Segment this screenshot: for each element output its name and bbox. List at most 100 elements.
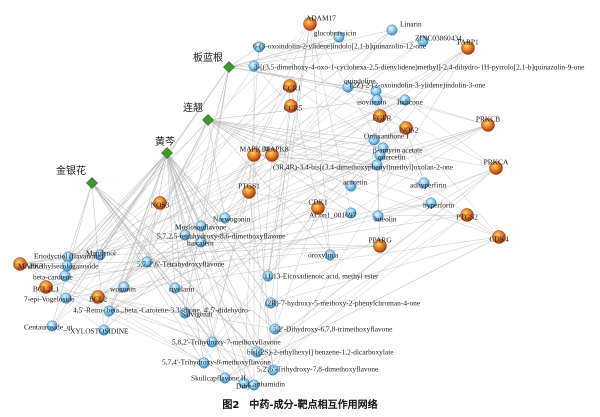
compound-target-edge bbox=[379, 124, 489, 156]
compound-node[interactable] bbox=[265, 297, 277, 309]
herb-compound-edge bbox=[228, 29, 393, 68]
target-node[interactable] bbox=[13, 257, 27, 271]
compound-target-edge bbox=[45, 286, 205, 364]
compound-target-edge bbox=[270, 23, 311, 304]
compound-node[interactable] bbox=[374, 149, 386, 161]
compound-node[interactable] bbox=[333, 31, 345, 43]
compound-node[interactable] bbox=[253, 41, 265, 53]
compound-label: Salvigenin bbox=[181, 310, 213, 319]
target-node[interactable] bbox=[399, 121, 413, 135]
compound-target-edge bbox=[248, 29, 393, 193]
compound-node[interactable] bbox=[206, 336, 218, 348]
compound-target-edge bbox=[274, 207, 319, 330]
compound-node[interactable] bbox=[118, 281, 130, 293]
compound-node[interactable] bbox=[386, 24, 398, 36]
herb-node[interactable] bbox=[86, 177, 98, 189]
target-node[interactable] bbox=[153, 196, 167, 210]
target-node[interactable] bbox=[461, 41, 475, 55]
target-node[interactable] bbox=[489, 161, 503, 175]
compound-label: Linarin bbox=[400, 20, 422, 29]
compound-node[interactable] bbox=[324, 249, 336, 261]
herb-node[interactable] bbox=[161, 147, 173, 159]
compound-target-edge bbox=[203, 207, 319, 364]
compound-node[interactable] bbox=[399, 94, 411, 106]
compound-target-edge bbox=[99, 245, 381, 256]
target-node[interactable] bbox=[91, 290, 105, 304]
compound-node[interactable] bbox=[179, 229, 191, 241]
herb-compound-edge bbox=[207, 119, 384, 149]
compound-node[interactable] bbox=[59, 270, 71, 282]
compound-label: adhyperfirin bbox=[410, 181, 447, 190]
compound-target-edge bbox=[224, 124, 489, 219]
compound-target-edge bbox=[317, 139, 375, 209]
target-node[interactable] bbox=[481, 118, 495, 132]
target-label: CCR1 bbox=[283, 84, 302, 93]
herb-node[interactable] bbox=[223, 61, 235, 73]
compound-label: Dihy bbox=[236, 382, 251, 391]
compound-node[interactable] bbox=[169, 282, 181, 294]
target-node[interactable] bbox=[460, 208, 474, 222]
compound-node[interactable] bbox=[98, 324, 110, 336]
compound-node[interactable] bbox=[371, 159, 383, 171]
herb-compound-edge bbox=[207, 119, 432, 204]
compound-node[interactable] bbox=[219, 212, 231, 224]
compound-node[interactable] bbox=[195, 236, 207, 248]
compound-node[interactable] bbox=[195, 220, 207, 232]
target-node[interactable] bbox=[283, 79, 297, 93]
target-node[interactable] bbox=[242, 185, 256, 199]
herb-compound-edge bbox=[166, 152, 255, 386]
compound-target-edge bbox=[256, 214, 468, 353]
target-node[interactable] bbox=[284, 99, 298, 113]
compound-node[interactable] bbox=[103, 305, 115, 317]
compound-node[interactable] bbox=[267, 364, 279, 376]
compound-node[interactable] bbox=[198, 357, 210, 369]
target-node[interactable] bbox=[265, 148, 279, 162]
compound-node[interactable] bbox=[179, 307, 191, 319]
compound-node[interactable] bbox=[248, 60, 260, 72]
target-node[interactable] bbox=[373, 239, 387, 253]
target-node[interactable] bbox=[373, 109, 387, 123]
compound-node[interactable] bbox=[425, 197, 437, 209]
compound-node[interactable] bbox=[248, 379, 260, 391]
target-node[interactable] bbox=[39, 280, 53, 294]
herb-node[interactable] bbox=[202, 114, 214, 126]
compound-target-edge bbox=[270, 167, 497, 304]
herb-compound-edge bbox=[166, 152, 274, 371]
compound-target-edge bbox=[350, 185, 500, 238]
target-node[interactable] bbox=[311, 201, 325, 215]
compound-target-edge bbox=[272, 47, 469, 371]
compound-target-edge bbox=[200, 241, 381, 247]
compound-target-edge bbox=[253, 99, 406, 156]
compound-node[interactable] bbox=[345, 180, 357, 192]
herb-label: 连翘 bbox=[183, 101, 203, 114]
target-label: PTGS2 bbox=[456, 213, 478, 222]
compound-node[interactable] bbox=[251, 346, 263, 358]
compound-node[interactable] bbox=[219, 372, 231, 384]
herb-compound-edge bbox=[166, 152, 205, 364]
compound-target-edge bbox=[253, 40, 424, 156]
compound-node[interactable] bbox=[342, 81, 354, 93]
compound-node[interactable] bbox=[60, 292, 72, 304]
target-node[interactable] bbox=[492, 230, 506, 244]
herb-compound-edge bbox=[123, 152, 168, 288]
compound-target-edge bbox=[404, 99, 497, 169]
labels-layer: 板蓝根连翘黄芩金银花ADAM17PARP1CCR1CCR5EGFRNOS2PRK… bbox=[18, 14, 585, 391]
compound-node[interactable] bbox=[418, 177, 430, 189]
compound-node[interactable] bbox=[417, 35, 429, 47]
compound-node[interactable] bbox=[372, 210, 384, 222]
compound-node[interactable] bbox=[46, 320, 58, 332]
edges-layer bbox=[19, 23, 500, 386]
target-node[interactable] bbox=[303, 17, 317, 31]
compound-node[interactable] bbox=[371, 94, 383, 106]
compound-node[interactable] bbox=[269, 323, 281, 335]
compound-label: 5,7,2,5-tetrahydroxy-8,6-dimethoxyflavon… bbox=[157, 232, 286, 241]
compound-node[interactable] bbox=[345, 207, 357, 219]
compound-node[interactable] bbox=[141, 256, 153, 268]
compound-node[interactable] bbox=[368, 134, 380, 146]
herb-compound-edge bbox=[91, 182, 245, 384]
compound-label: β-amyrin acetate bbox=[373, 146, 423, 155]
target-node[interactable] bbox=[247, 148, 261, 162]
compound-node[interactable] bbox=[262, 270, 274, 282]
compound-node[interactable] bbox=[94, 249, 106, 261]
